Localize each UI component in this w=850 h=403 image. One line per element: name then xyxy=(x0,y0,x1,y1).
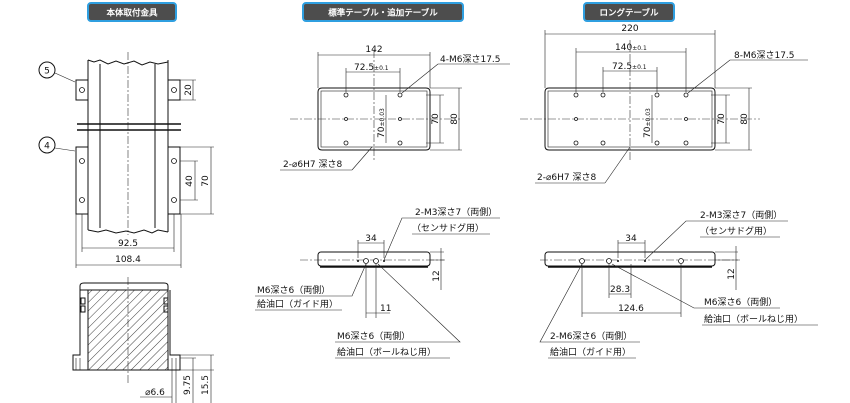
dim-hole-6-6: ⌀6.6 xyxy=(145,388,165,398)
long-dim-34: 34 xyxy=(625,234,637,244)
header-standard-label: 標準テーブル・追加テーブル xyxy=(328,8,438,19)
header-mount-label: 本体取付金具 xyxy=(106,8,158,19)
dim-92-5: 92.5 xyxy=(118,239,138,249)
standard-side-view: 34 2-M3深さ7（両側） （センサドグ用） 12 M6深さ6（両側） 給油口… xyxy=(255,206,500,359)
long-ball-oil-use-label: 給油口（ボールねじ用） xyxy=(704,313,803,325)
long-guide-oil-label: 2-M6深さ6（両側） xyxy=(550,330,632,342)
std-guide-oil-use-label: 給油口（ガイド用） xyxy=(257,298,338,310)
long-side-view: 34 2-M3深さ7（両側） （センサドグ用） 12 28.3 124.6 M6… xyxy=(539,209,818,359)
header-mount: 本体取付金具 xyxy=(87,2,177,22)
balloon-4-label: 4 xyxy=(44,142,50,152)
svg-text:70±0.03: 70±0.03 xyxy=(643,108,653,138)
dim-9-75: 9.75 xyxy=(183,375,193,395)
header-long: ロングテーブル xyxy=(583,2,675,22)
std-tol-72-5: ±0.1 xyxy=(374,65,389,72)
mount-front-view: 5 4 20 40 70 92.5 108.4 xyxy=(38,52,214,268)
long-dim-72-5: 72.5 xyxy=(612,62,632,72)
std-dim-80: 80 xyxy=(450,113,460,125)
std-ball-oil-label: M6深さ6（両側） xyxy=(337,330,410,342)
balloon-5 xyxy=(38,61,56,79)
long-dim-80: 80 xyxy=(740,113,750,125)
svg-text:72.5±0.1: 72.5±0.1 xyxy=(612,62,647,72)
long-pin-holes-label: 2-⌀6H7 深さ8 xyxy=(537,172,596,183)
svg-text:70±0.03: 70±0.03 xyxy=(377,108,387,138)
long-guide-oil-use-label: 給油口（ガイド用） xyxy=(550,346,631,358)
long-dim-70-tol: 70 xyxy=(643,126,653,138)
std-dim-142: 142 xyxy=(365,45,382,55)
long-tol-140: ±0.1 xyxy=(632,45,647,52)
long-dim-70: 70 xyxy=(717,113,727,125)
std-pin-holes-label: 2-⌀6H7 深さ8 xyxy=(283,159,342,170)
long-tol-72-5: ±0.1 xyxy=(632,64,647,71)
long-sensor-holes-label: 2-M3深さ7（両側） xyxy=(700,209,782,221)
std-guide-oil-label: M6深さ6（両側） xyxy=(257,284,330,296)
std-ball-oil-use-label: 給油口（ボールねじ用） xyxy=(337,346,436,358)
header-long-label: ロングテーブル xyxy=(600,8,659,19)
std-dim-72-5: 72.5 xyxy=(354,63,374,73)
svg-text:140±0.1: 140±0.1 xyxy=(615,43,647,53)
long-tol-70: ±0.03 xyxy=(645,108,652,127)
dim-15-5: 15.5 xyxy=(201,375,211,395)
std-dim-70-tol: 70 xyxy=(377,126,387,138)
std-dim-11: 11 xyxy=(380,304,391,314)
header-standard: 標準テーブル・追加テーブル xyxy=(302,2,464,22)
standard-top-view: 142 72.5±0.1 4-M6深さ17.5 70±0.03 70 80 2-… xyxy=(280,45,510,171)
long-dim-28-3: 28.3 xyxy=(610,285,630,295)
long-dim-124-6: 124.6 xyxy=(618,304,644,314)
balloon-5-label: 5 xyxy=(44,67,50,77)
std-dim-12: 12 xyxy=(432,270,442,281)
dim-70: 70 xyxy=(201,175,211,187)
std-dim-34: 34 xyxy=(365,234,377,244)
svg-text:72.5±0.1: 72.5±0.1 xyxy=(354,63,389,73)
dim-40: 40 xyxy=(185,175,195,187)
dim-20: 20 xyxy=(184,84,194,96)
long-dim-220: 220 xyxy=(621,24,638,34)
long-ball-oil-label: M6深さ6（両側） xyxy=(704,296,777,308)
long-tapped-holes-label: 8-M6深さ17.5 xyxy=(734,50,795,61)
balloon-4 xyxy=(38,136,56,154)
mount-section-view: 9.75 15.5 ⌀6.6 xyxy=(72,277,214,403)
std-sensor-use-label: （センサドグ用） xyxy=(412,222,484,234)
std-dim-70: 70 xyxy=(431,113,441,125)
long-dim-12: 12 xyxy=(727,268,737,279)
std-tol-70: ±0.03 xyxy=(379,108,386,127)
long-top-view: 220 140±0.1 72.5±0.1 8-M6深さ17.5 70±0.03 … xyxy=(520,24,808,184)
long-sensor-use-label: （センサドグ用） xyxy=(700,225,772,237)
std-tapped-holes-label: 4-M6深さ17.5 xyxy=(440,54,501,65)
std-sensor-holes-label: 2-M3深さ7（両側） xyxy=(415,206,497,218)
dim-108-4: 108.4 xyxy=(115,255,141,265)
long-dim-140: 140 xyxy=(615,43,632,53)
